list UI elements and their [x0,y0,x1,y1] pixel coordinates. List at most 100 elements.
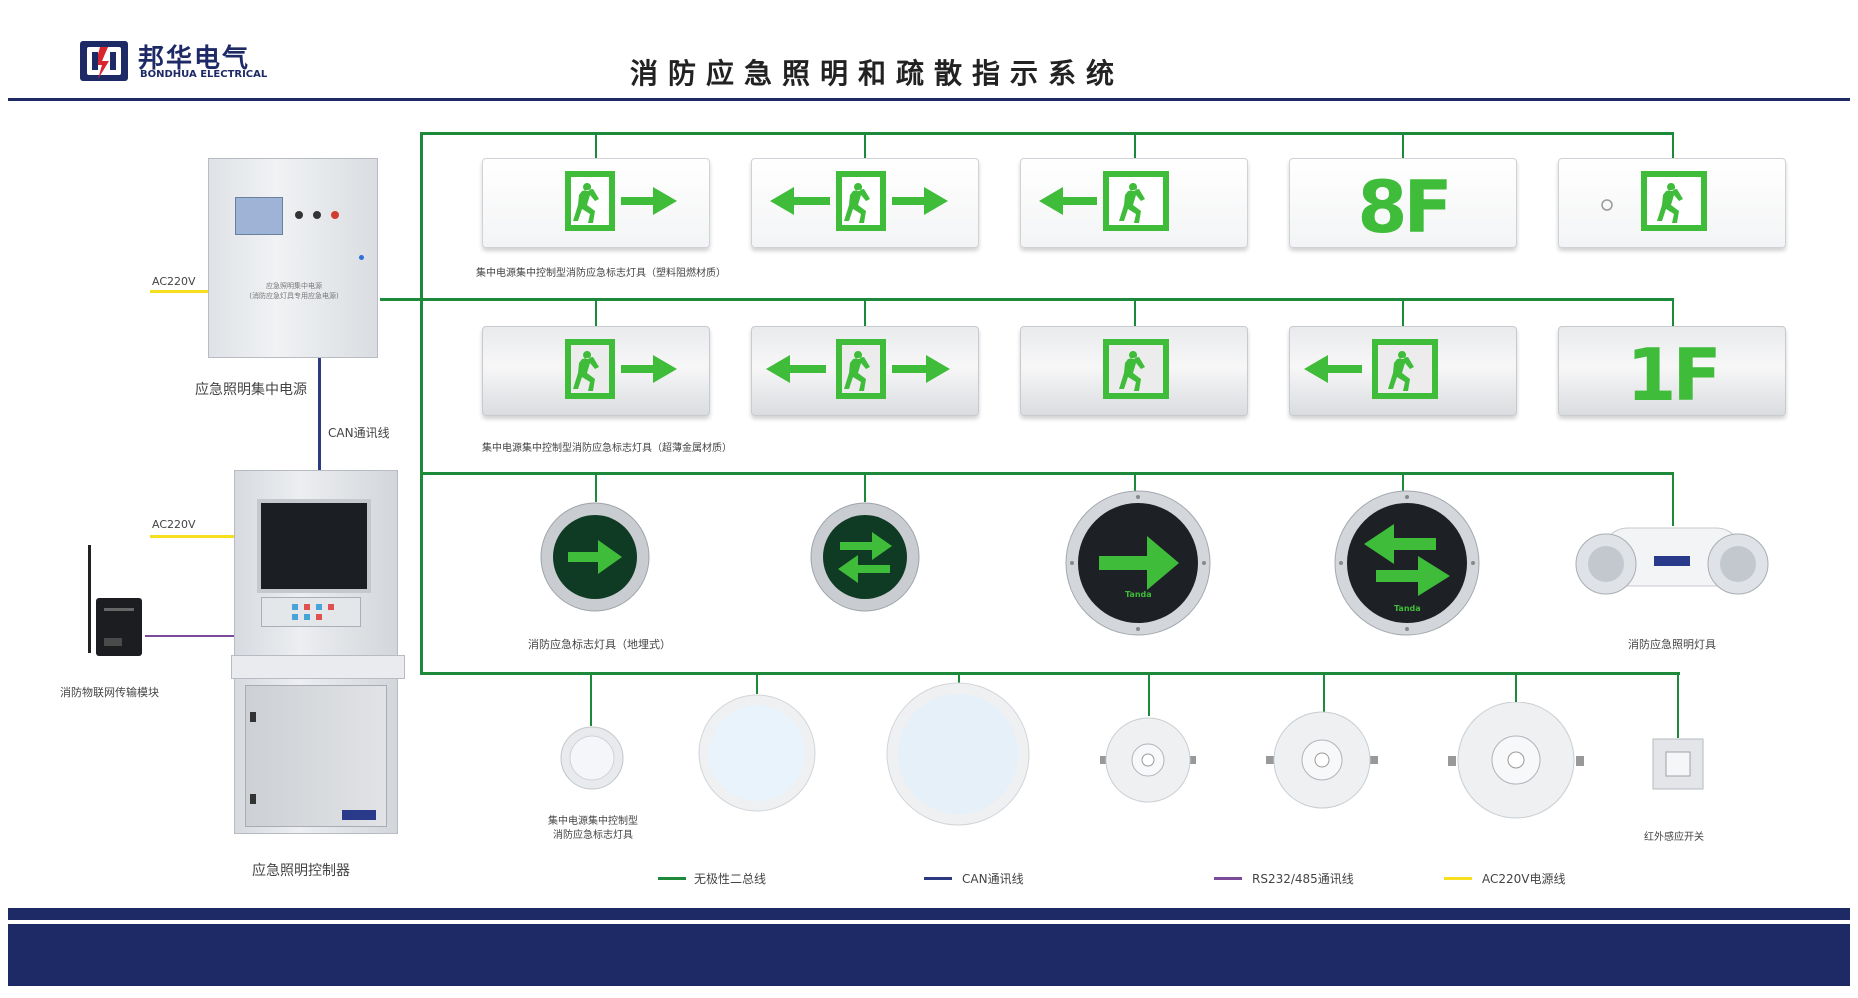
power-supply-name: 应急照明集中电源 [195,382,307,398]
can-wire [318,358,321,470]
drop [864,132,866,158]
controller-keypad [261,597,361,627]
footer-stripe [8,908,1850,920]
drop [1134,472,1136,494]
sensor-downlight-medium [1266,710,1378,818]
legend-swatch [924,877,952,880]
header-divider [8,98,1850,101]
drop [1672,472,1674,526]
downlight-medium [698,694,816,816]
drop [1402,132,1404,158]
ground-sign-arrow-right [540,502,650,616]
twin-head-emergency-light [1572,524,1772,608]
page-title: 消防应急照明和疏散指示系统 [630,57,1125,90]
legend-label: 无极性二总线 [694,872,767,886]
downlight-caption-line1: 集中电源集中控制型 [548,816,638,827]
exit-sign-plastic [751,158,979,248]
footer-band [8,924,1850,986]
downlight-caption: 集中电源集中控制型 消防应急标志灯具 [548,815,638,843]
metal-signs-caption: 集中电源集中控制型消防应急标志灯具（超薄金属材质） [482,443,732,454]
exit-sign-metal [1289,326,1517,416]
exit-sign-plastic [1020,158,1248,248]
downlight-small [560,726,624,794]
legend-swatch [1444,877,1472,880]
exit-sign-plastic [1558,158,1786,248]
power-panel-line2: (消防应急灯具专用应急电源) [249,292,339,300]
ground-brand: Tanda [1394,604,1421,613]
ac-input-label-supply: AC220V [152,275,196,288]
drop [864,298,866,326]
drop [590,672,592,726]
ac-input-label-controller: AC220V [152,518,196,531]
sensor-downlight-large [1448,701,1584,826]
exit-sign-metal [751,326,979,416]
drop [958,672,960,686]
drop [595,132,597,158]
emergency-light-caption: 消防应急照明灯具 [1628,638,1716,651]
exit-sign-plastic [482,158,710,248]
legend-label: CAN通讯线 [962,872,1024,886]
controller-brand-icon [342,810,376,820]
drop [1677,672,1679,738]
drop [595,472,597,502]
brand-name-cn: 邦华电气 [138,44,251,74]
exit-sign-metal [1020,326,1248,416]
ground-sign-large-right: Tanda [1065,490,1211,640]
iot-antenna-icon [88,545,91,653]
brand-name-en: BONDHUA ELECTRICAL [140,69,268,80]
drop [1515,672,1517,706]
drop [595,298,597,326]
iot-module [96,598,142,656]
ac-wire-supply [150,290,208,293]
floor-number: 1F [1626,333,1721,417]
ground-sign-bidirectional [810,502,920,616]
drop [1148,672,1150,716]
floor-sign-plastic: 8F [1289,158,1517,249]
legend-swatch [658,877,686,880]
power-supply-cabinet: 应急照明集中电源 (消防应急灯具专用应急电源) [208,158,378,358]
downlight-large [886,682,1030,830]
controller-name: 应急照明控制器 [252,863,350,879]
drop [1134,298,1136,326]
bus-row1 [420,132,1674,135]
bus-row4 [420,672,1680,675]
ground-sign-large-bidirectional: Tanda [1334,490,1480,640]
pir-caption: 红外感应开关 [1644,832,1704,843]
bus-row3 [420,472,1674,475]
rs485-wire [145,635,235,637]
iot-module-name: 消防物联网传输模块 [60,686,159,699]
drop [1134,132,1136,158]
drop [1672,132,1674,158]
legend-label: RS232/485通讯线 [1252,872,1354,886]
bus-vertical [420,132,423,674]
power-panel-label: 应急照明集中电源 (消防应急灯具专用应急电源) [229,281,359,301]
drop [1402,472,1404,494]
floor-number: 8F [1357,165,1452,249]
ground-signs-caption: 消防应急标志灯具（地埋式） [528,638,671,651]
sensor-downlight-small [1100,716,1196,810]
drop [1672,298,1674,326]
power-panel-line1: 应急照明集中电源 [266,282,322,290]
floor-sign-metal: 1F [1558,326,1786,417]
controller-monitor [257,499,371,593]
pir-sensor-switch [1652,738,1704,794]
knob-icon [295,211,303,219]
downlight-caption-line2: 消防应急标志灯具 [553,830,633,841]
drop [864,472,866,502]
legend-label: AC220V电源线 [1482,872,1566,886]
drop [756,672,758,694]
legend-swatch [1214,877,1242,880]
controller-desk [231,655,405,679]
ground-brand: Tanda [1125,590,1152,599]
status-led-icon [359,255,364,260]
can-wire-label: CAN通讯线 [328,426,390,440]
drop [1323,672,1325,712]
ac-wire-controller [150,535,234,538]
exit-sign-metal [482,326,710,416]
bus-row2 [380,298,1674,301]
brand-logo-icon [78,38,130,84]
power-display [235,197,283,235]
drop [1402,298,1404,326]
controller-door [245,685,387,827]
controller-cabinet [231,470,405,834]
